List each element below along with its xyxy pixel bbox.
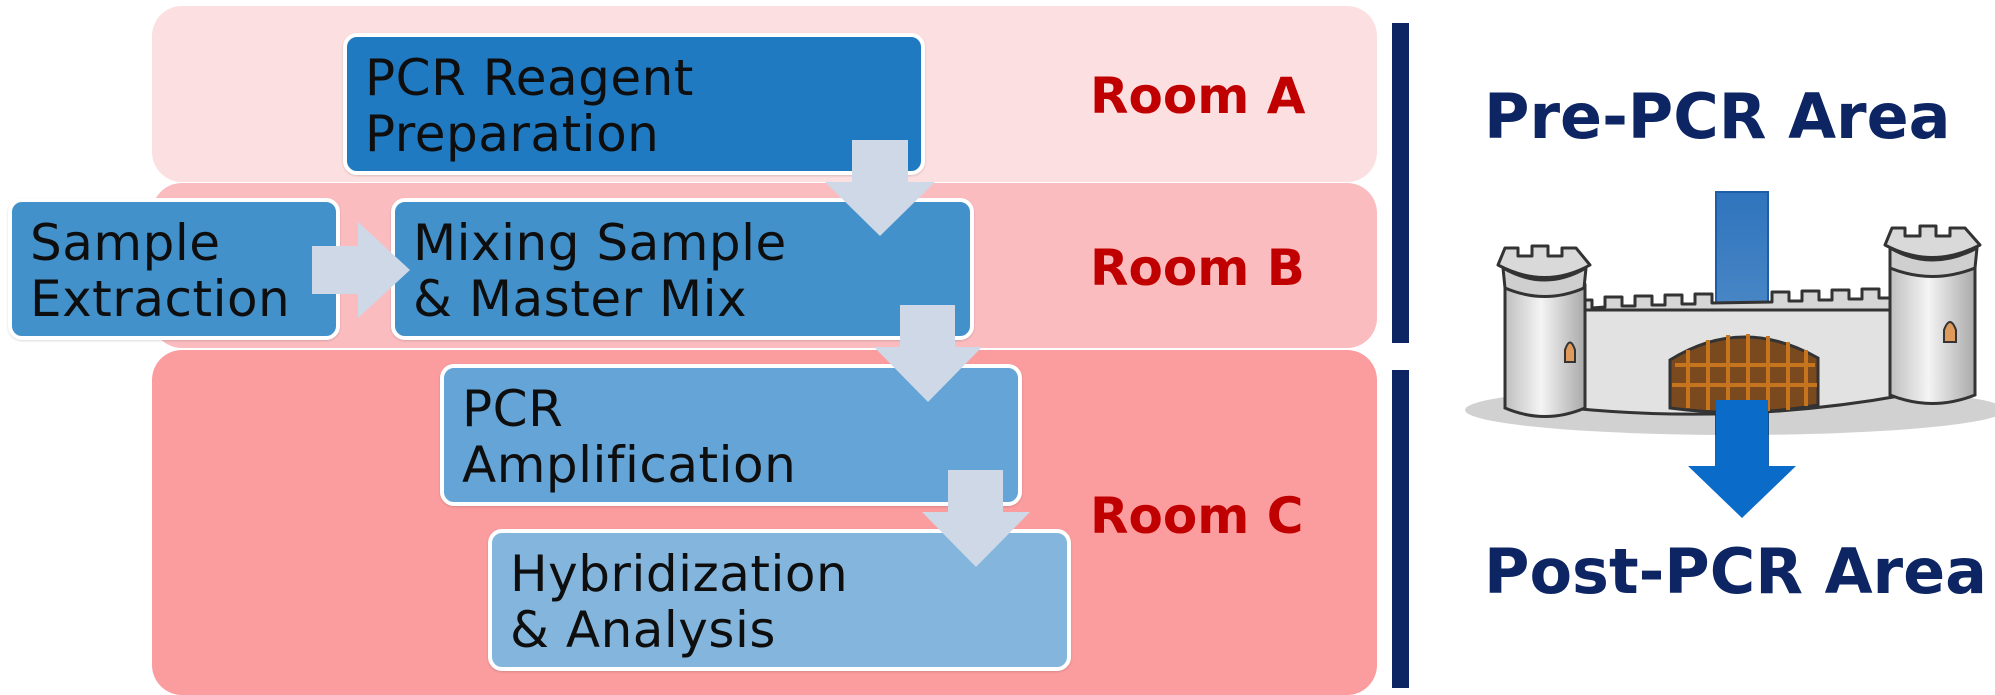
step-label-line: PCR Reagent bbox=[365, 49, 694, 107]
flow-arrow-reagent-to-mixing bbox=[825, 140, 935, 236]
step-label-line: Sample bbox=[30, 214, 221, 272]
step-label-line: Amplification bbox=[462, 436, 797, 494]
down-arrow-icon bbox=[1688, 400, 1796, 518]
pre-pcr-divider bbox=[1392, 23, 1409, 343]
room-c-label: Room C bbox=[1090, 487, 1304, 545]
flow-arrow-mixing-to-pcr bbox=[874, 305, 982, 402]
room-b-label: Room B bbox=[1090, 239, 1305, 297]
step-label-line: Mixing Sample bbox=[413, 214, 787, 272]
step-label-line: & Analysis bbox=[510, 601, 776, 659]
room-a-label: Room A bbox=[1090, 67, 1306, 125]
step-pcr-reagent-preparation: PCR Reagent Preparation bbox=[343, 33, 925, 175]
portcullis bbox=[1672, 334, 1817, 412]
flow-arrow-sample-to-mixing bbox=[312, 222, 410, 318]
pre-pcr-area-label: Pre-PCR Area bbox=[1484, 80, 1951, 153]
step-label-line: Hybridization bbox=[510, 545, 849, 603]
step-label-line: & Master Mix bbox=[413, 270, 748, 328]
step-label-line: Extraction bbox=[30, 270, 291, 328]
step-label-line: Preparation bbox=[365, 105, 660, 163]
post-pcr-area-label: Post-PCR Area bbox=[1484, 535, 1988, 608]
step-label-line: PCR bbox=[462, 380, 564, 438]
step-mixing-sample-master-mix: Mixing Sample & Master Mix bbox=[391, 198, 974, 340]
post-pcr-divider bbox=[1392, 370, 1409, 688]
flow-arrow-pcr-to-hybrid bbox=[922, 470, 1030, 567]
castle-gate-icon bbox=[1465, 191, 1995, 518]
